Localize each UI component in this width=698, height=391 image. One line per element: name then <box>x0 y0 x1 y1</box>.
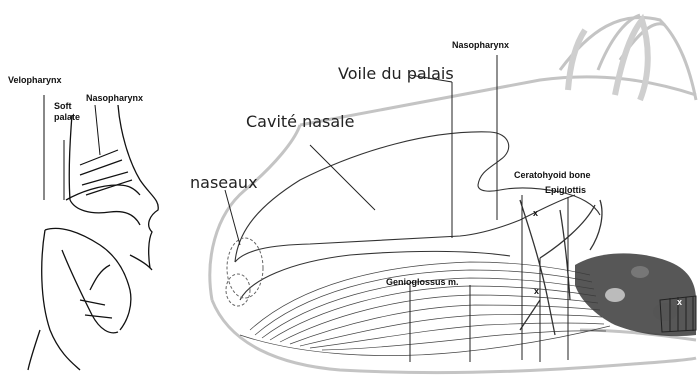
nasal-cavity-outline <box>235 132 600 300</box>
label-velopharynx: Velopharynx <box>8 76 62 85</box>
x-mark-3: x <box>677 298 682 307</box>
x-mark-1: x <box>533 209 538 218</box>
label-voile-du-palais: Voile du palais <box>338 66 454 82</box>
left-leader-lines <box>44 95 100 200</box>
nostril-dashed <box>226 238 263 306</box>
label-ceratohyoid-bone: Ceratohyoid bone <box>514 171 591 180</box>
label-soft-palate-2: palate <box>54 113 80 122</box>
label-soft-palate-1: Soft <box>54 102 72 111</box>
label-nasopharynx-left: Nasopharynx <box>86 94 143 103</box>
left-sagittal-diagram <box>28 105 158 370</box>
right-leader-lines <box>225 55 568 362</box>
label-cavite-nasale: Cavité nasale <box>246 114 354 130</box>
ear-outlines <box>568 20 648 100</box>
label-genioglossus: Genioglossus m. <box>386 278 459 287</box>
left-turbinates <box>80 150 132 195</box>
label-naseaux: naseaux <box>190 175 258 191</box>
x-mark-2: x <box>534 287 539 296</box>
label-nasopharynx-right: Nasopharynx <box>452 41 509 50</box>
label-epiglottis: Epiglottis <box>545 186 586 195</box>
